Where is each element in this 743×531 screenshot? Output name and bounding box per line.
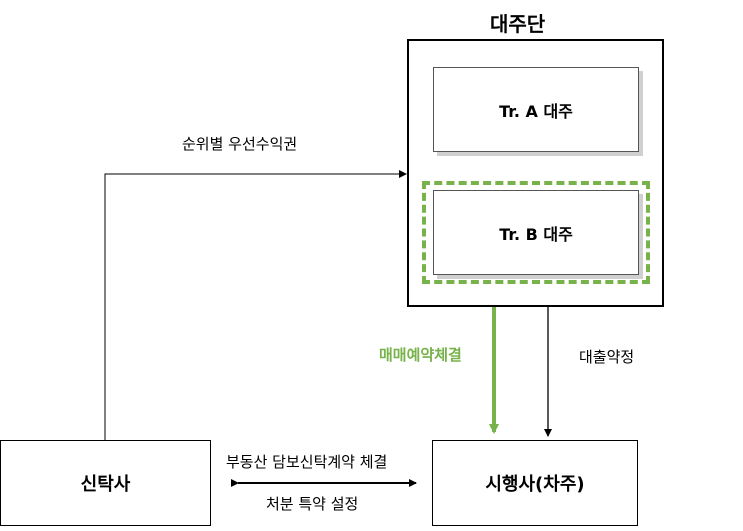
tranche-a-label: Tr. A 대주 (499, 101, 573, 121)
sale-reservation-label: 매매예약체결 (379, 346, 462, 364)
trust-company-label: 신탁사 (80, 474, 131, 495)
trust-contract-label: 부동산 담보신탁계약 체결 (226, 453, 388, 471)
priority-beneficiary-label: 순위별 우선수익권 (182, 135, 298, 153)
tranche-a-box: Tr. A 대주 (433, 67, 639, 152)
tranche-b-highlight (422, 181, 650, 284)
developer-box: 시행사(차주) (432, 440, 638, 526)
developer-label: 시행사(차주) (485, 474, 585, 495)
tranche-b-box: Tr. B 대주 (433, 190, 639, 275)
disposal-special-terms-label: 처분 특약 설정 (266, 495, 359, 513)
tranche-b-label: Tr. B 대주 (499, 224, 573, 244)
priority-beneficiary-arrow (104, 170, 407, 440)
loan-agreement-label: 대출약정 (579, 348, 635, 366)
lender-group-title: 대주단 (490, 12, 546, 36)
trust-company-box: 신탁사 (0, 440, 211, 526)
